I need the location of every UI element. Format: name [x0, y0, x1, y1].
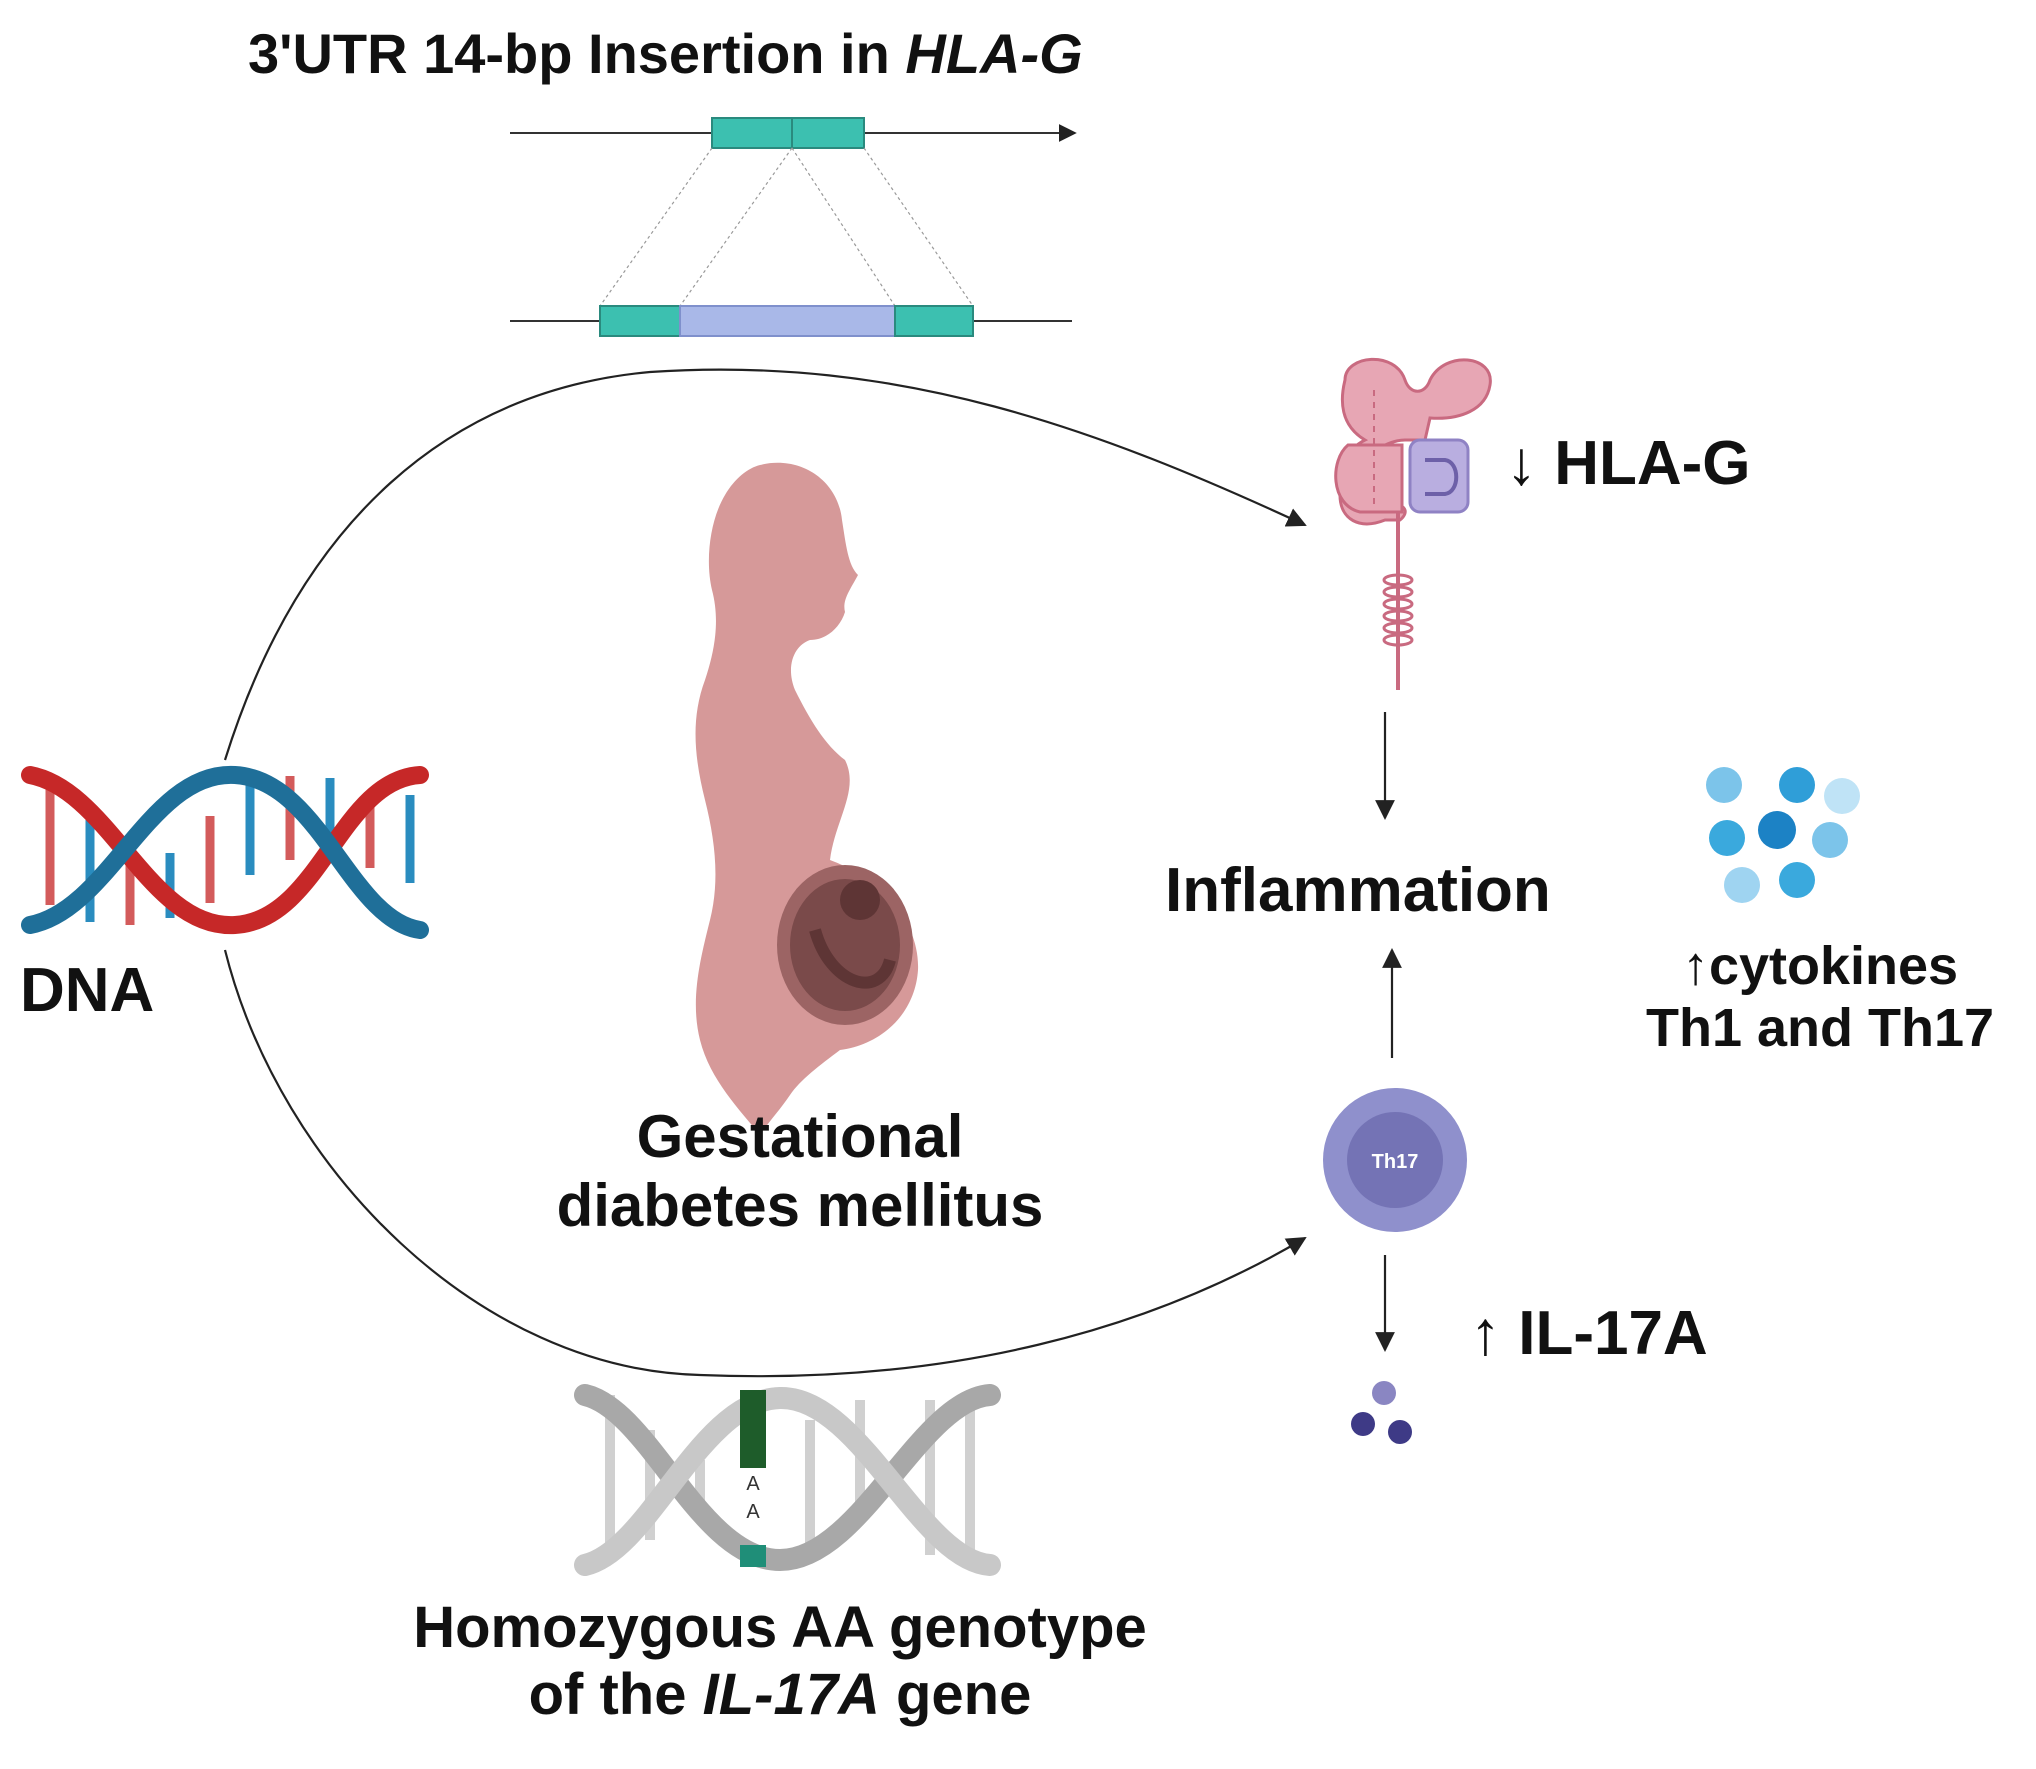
th17-cell-label: Th17 — [1372, 1151, 1419, 1173]
cytokines-label: ↑cytokines Th1 and Th17 — [1615, 935, 2025, 1059]
utr-insertion-schematic — [510, 117, 1077, 337]
gdm-label: Gestational diabetes mellitus — [500, 1102, 1100, 1240]
gdm-label-line1: Gestational — [636, 1103, 964, 1170]
th17-cell-icon: Th17 — [1323, 1088, 1467, 1232]
genotype-line2-gene: IL-17A — [702, 1661, 880, 1727]
cytokines-label-line1: ↑cytokines — [1681, 936, 1959, 996]
dna-label: DNA — [20, 956, 155, 1025]
genotype-label-line2: of the IL-17A gene — [280, 1662, 1280, 1729]
arrow-dna-to-hla-g — [223, 368, 1307, 761]
il17a-molecules-icon — [1351, 1381, 1412, 1444]
hla-g-label: ↓ HLA-G — [1506, 429, 1751, 498]
cytokines-icon — [1706, 767, 1860, 903]
genotype-line2-prefix: of the — [528, 1661, 703, 1727]
allele-top-label: A — [746, 1473, 760, 1495]
title-prefix: 3'UTR 14-bp Insertion in — [248, 22, 906, 85]
allele-bottom-label: A — [746, 1501, 760, 1523]
genotype-label: Homozygous AA genotype of the IL-17A gen… — [280, 1595, 1280, 1728]
arrow-dna-to-th17 — [223, 949, 1307, 1378]
inflammation-label: Inflammation — [1165, 856, 1551, 925]
gdm-label-line2: diabetes mellitus — [556, 1172, 1044, 1239]
hla-g-protein-icon — [1334, 357, 1492, 690]
figure-title: 3'UTR 14-bp Insertion in HLA-G — [248, 22, 1083, 86]
cytokines-label-line2: Th1 and Th17 — [1645, 998, 1995, 1059]
pregnant-woman-icon — [695, 462, 919, 1136]
title-gene: HLA-G — [905, 22, 1083, 85]
dna-helix-icon — [21, 765, 429, 939]
il17a-label: ↑ IL-17A — [1470, 1299, 1708, 1368]
il17a-genotype-dna-icon: A A — [574, 1384, 1001, 1576]
genotype-line2-suffix: gene — [879, 1661, 1032, 1727]
genotype-label-line1: Homozygous AA genotype — [413, 1595, 1147, 1660]
